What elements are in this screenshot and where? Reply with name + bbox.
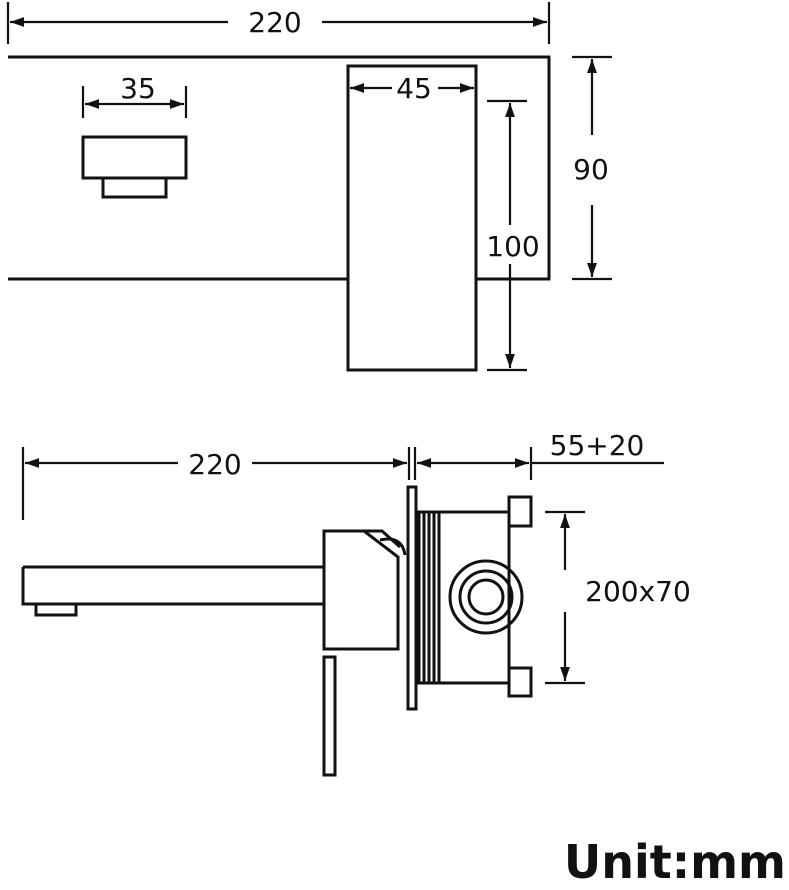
dim-box-size: 200x70	[545, 510, 691, 685]
dim-wall-depth: 55+20	[413, 429, 664, 480]
label-box-size: 200x70	[585, 575, 691, 608]
label-top-width: 220	[248, 6, 301, 39]
dim-plate-height: 90	[572, 55, 612, 281]
valve-box	[416, 495, 533, 698]
faucet-body	[322, 529, 407, 777]
label-wall-depth: 55+20	[550, 429, 645, 462]
dim-side-spout-length: 220	[21, 447, 411, 520]
spout-top	[346, 64, 478, 372]
wall-flange	[406, 485, 418, 711]
wall-plate	[8, 55, 551, 281]
valve-ring-outer	[448, 559, 524, 635]
dim-handle-width: 35	[81, 72, 188, 118]
spout-side	[21, 565, 324, 617]
label-side-spout-length: 220	[188, 448, 241, 481]
label-plate-height: 90	[573, 153, 609, 186]
top-view: 220 35 45 100	[6, 2, 612, 372]
dim-spout-width: 45	[350, 66, 478, 105]
unit-label: Unit:mm	[564, 835, 786, 889]
dim-top-width: 220	[6, 2, 551, 44]
label-spout-width: 45	[396, 72, 432, 105]
side-view: 220 55+20	[21, 429, 691, 777]
label-handle-width: 35	[120, 72, 156, 105]
label-spout-length: 100	[486, 230, 539, 263]
dim-spout-length: 100	[486, 99, 540, 372]
valve-ring-inner	[467, 578, 505, 616]
valve-ring-mid	[458, 569, 514, 625]
handle-base-top	[101, 176, 168, 199]
handle-top	[81, 135, 188, 180]
